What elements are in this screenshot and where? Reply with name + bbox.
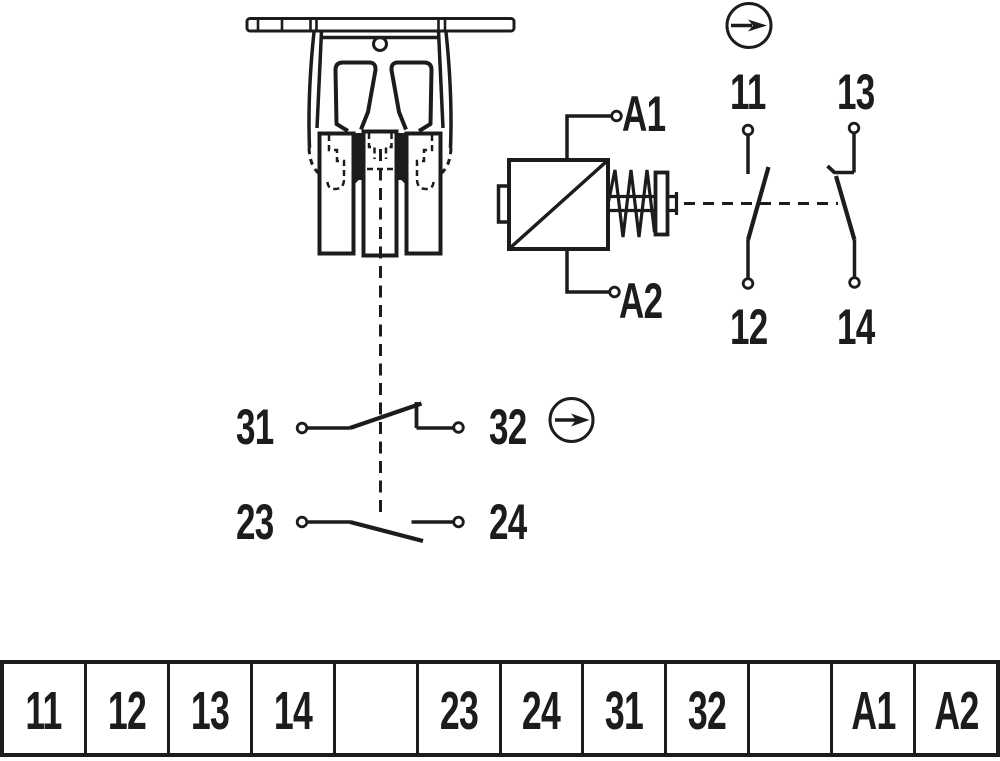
terminal-cell-14: 14 [253, 664, 336, 753]
label-11: 11 [730, 64, 766, 120]
contact-13-14 [826, 121, 861, 289]
terminal-cell-a2: A2 [933, 681, 979, 741]
terminal-cell-13: 13 [170, 664, 253, 753]
terminal-cell-12: 12 [87, 664, 170, 753]
label-32: 32 [489, 399, 527, 455]
label-a1: A1 [622, 86, 666, 142]
terminal-cell-31: 31 [584, 664, 668, 753]
contact-31-32 [295, 401, 465, 435]
contact-11-12 [741, 123, 771, 290]
label-12: 12 [730, 299, 768, 355]
terminal-a1-circle [610, 109, 623, 123]
terminal-cell-11: 11 [4, 664, 87, 753]
actuator-drawing [245, 17, 516, 512]
terminal-strip: 11 12 13 14 23 24 31 32 A1 A2 [0, 660, 1000, 757]
contact-23-24 [295, 515, 465, 544]
label-31: 31 [236, 399, 274, 455]
terminal-cell-blank-2 [750, 664, 834, 753]
terminal-cell-24: 24 [502, 664, 585, 753]
terminal-cell-23: 23 [419, 664, 502, 753]
spring-plunger-symbol [606, 169, 838, 238]
arrow-right-in-circle-icon-top [725, 2, 773, 49]
label-a2: A2 [619, 273, 663, 329]
label-23: 23 [236, 494, 274, 550]
terminal-cell-blank-1 [336, 664, 419, 753]
coil-symbol [496, 109, 623, 299]
terminal-a2-circle [608, 285, 621, 299]
label-13: 13 [837, 64, 875, 120]
arrow-right-in-circle-icon-mid [548, 397, 595, 443]
terminal-cell-a1: A1 [833, 664, 917, 753]
label-14: 14 [837, 299, 875, 355]
terminal-cell-32: 32 [667, 664, 751, 753]
label-24: 24 [489, 494, 527, 550]
